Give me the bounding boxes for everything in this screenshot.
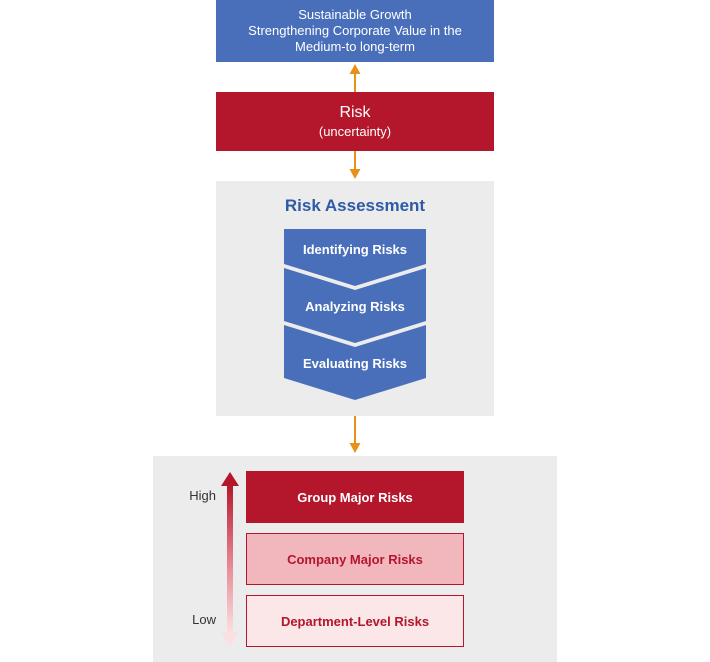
risk-box: Risk (uncertainty)	[216, 92, 494, 151]
goal-line-3: Medium-to long-term	[295, 39, 415, 54]
risk-title: Risk	[339, 103, 371, 121]
scale-low-label: Low	[192, 612, 216, 627]
step-analyzing-label: Analyzing Risks	[305, 299, 405, 314]
step-identifying-label: Identifying Risks	[302, 242, 408, 257]
goal-line-1: Sustainable Growth	[298, 7, 412, 22]
group-major-risks-box: Group Major Risks	[246, 471, 464, 523]
risk-assessment-title: Risk Assessment	[284, 196, 426, 215]
chevron-analyzing	[284, 268, 426, 343]
chevron-identifying	[284, 229, 426, 286]
high-low-scale-arrow	[221, 472, 239, 647]
arrow-risk-to-goal	[349, 64, 361, 92]
arrow-risk-to-assessment	[349, 151, 361, 179]
risk-subtitle: (uncertainty)	[318, 123, 392, 139]
scale-high-label: High	[189, 488, 216, 503]
goal-line-2: Strengthening Corporate Value in the	[248, 23, 462, 38]
step-evaluating-label: Evaluating Risks	[302, 356, 408, 371]
sustainable-growth-box: Sustainable Growth Strengthening Corpora…	[216, 0, 494, 62]
chevron-evaluating	[284, 325, 426, 400]
department-level-risks-box: Department-Level Risks	[246, 595, 464, 647]
company-major-risks-box: Company Major Risks	[246, 533, 464, 585]
arrow-assessment-to-levels	[349, 416, 361, 453]
